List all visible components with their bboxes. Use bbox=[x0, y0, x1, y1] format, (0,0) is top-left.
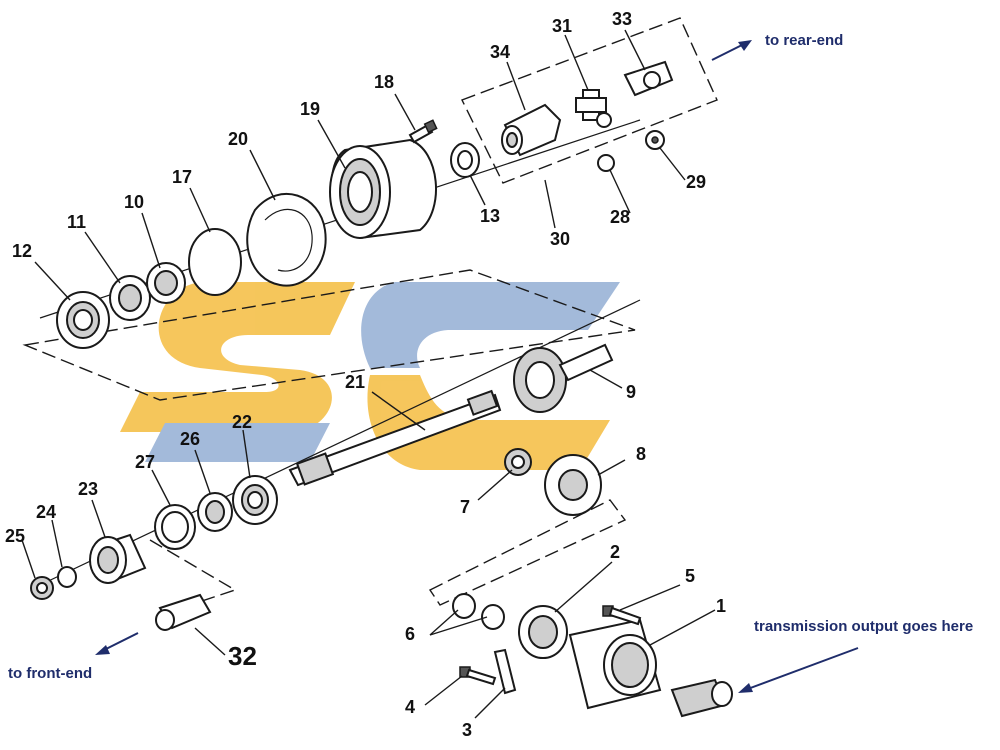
part-6-seals bbox=[452, 593, 505, 630]
part-33-yoke-end bbox=[623, 60, 674, 97]
callout-4: 4 bbox=[405, 697, 415, 717]
callout-9: 9 bbox=[626, 382, 636, 402]
part-24-washer bbox=[57, 566, 77, 588]
callout-32: 32 bbox=[228, 641, 257, 671]
part-19-housing bbox=[329, 138, 437, 240]
callout-26: 26 bbox=[180, 429, 200, 449]
part-11-cage bbox=[109, 275, 151, 321]
part-4-bolt bbox=[459, 666, 497, 686]
part-32-yoke bbox=[155, 593, 212, 631]
callout-21: 21 bbox=[345, 372, 365, 392]
rear-end-note: to rear-end bbox=[765, 32, 843, 49]
part-8-gear bbox=[544, 454, 602, 516]
part-2-bearing bbox=[518, 605, 568, 659]
callout-18: 18 bbox=[374, 72, 394, 92]
callout-5: 5 bbox=[685, 566, 695, 586]
part-12-bearing bbox=[56, 291, 110, 349]
part-25-nut bbox=[30, 576, 54, 600]
callout-3: 3 bbox=[462, 720, 472, 740]
callout-8: 8 bbox=[636, 444, 646, 464]
part-1-housing bbox=[568, 618, 662, 710]
callout-13: 13 bbox=[480, 206, 500, 226]
outline-bearing-set bbox=[22, 269, 636, 401]
annotation-front: to front-end bbox=[8, 632, 139, 682]
part-3-bracket bbox=[493, 648, 517, 695]
callout-7: 7 bbox=[460, 497, 470, 517]
arrow-left-icon bbox=[95, 632, 139, 655]
part-5-bolt bbox=[602, 605, 642, 626]
callout-34: 34 bbox=[490, 42, 510, 62]
part-31-cross bbox=[575, 89, 612, 128]
front-end-note: to front-end bbox=[8, 665, 92, 682]
leader-lines bbox=[21, 29, 716, 719]
callout-20: 20 bbox=[228, 129, 248, 149]
callout-31: 31 bbox=[552, 16, 572, 36]
callout-23: 23 bbox=[78, 479, 98, 499]
part-29-washer bbox=[645, 130, 665, 150]
watermark-logo bbox=[120, 282, 620, 470]
arrow-right-icon bbox=[711, 40, 752, 61]
callout-27: 27 bbox=[135, 452, 155, 472]
callout-6: 6 bbox=[405, 624, 415, 644]
callout-29: 29 bbox=[686, 172, 706, 192]
callout-24: 24 bbox=[36, 502, 56, 522]
part-21-shaft bbox=[288, 389, 502, 487]
part-7-nut bbox=[504, 448, 532, 476]
callout-30: 30 bbox=[550, 229, 570, 249]
arrow-left-icon bbox=[738, 647, 859, 693]
part-10-race bbox=[146, 262, 186, 304]
part-26-cage bbox=[197, 492, 233, 532]
part-18-bolt bbox=[408, 119, 438, 144]
part-34-yoke bbox=[501, 103, 562, 157]
part-13-seal bbox=[450, 142, 480, 178]
callout-17: 17 bbox=[172, 167, 192, 187]
annotation-transmission: transmission output goes here bbox=[738, 618, 973, 693]
callout-19: 19 bbox=[300, 99, 320, 119]
callout-33: 33 bbox=[612, 9, 632, 29]
part-23-coupling bbox=[89, 533, 147, 584]
part-9-pinion-gear bbox=[513, 343, 614, 413]
part-17-o-ring bbox=[188, 228, 242, 296]
callout-1: 1 bbox=[716, 596, 726, 616]
callout-25: 25 bbox=[5, 526, 25, 546]
callout-12: 12 bbox=[12, 241, 32, 261]
part-20-gasket bbox=[246, 192, 327, 287]
callout-28: 28 bbox=[610, 207, 630, 227]
callout-2: 2 bbox=[610, 542, 620, 562]
transmission-note: transmission output goes here bbox=[754, 618, 973, 635]
output-shaft bbox=[670, 678, 733, 718]
outline-front-output bbox=[428, 499, 627, 606]
part-22-bearing bbox=[232, 475, 278, 525]
callout-22: 22 bbox=[232, 412, 252, 432]
part-28-washer bbox=[597, 154, 615, 172]
annotation-rear: to rear-end bbox=[711, 32, 843, 61]
callout-10: 10 bbox=[124, 192, 144, 212]
outline-rear-yoke bbox=[461, 17, 718, 184]
callout-labels: 12 11 10 17 20 19 18 13 34 31 33 29 28 3… bbox=[5, 9, 726, 740]
callout-11: 11 bbox=[67, 212, 86, 232]
part-27-race bbox=[154, 504, 196, 550]
